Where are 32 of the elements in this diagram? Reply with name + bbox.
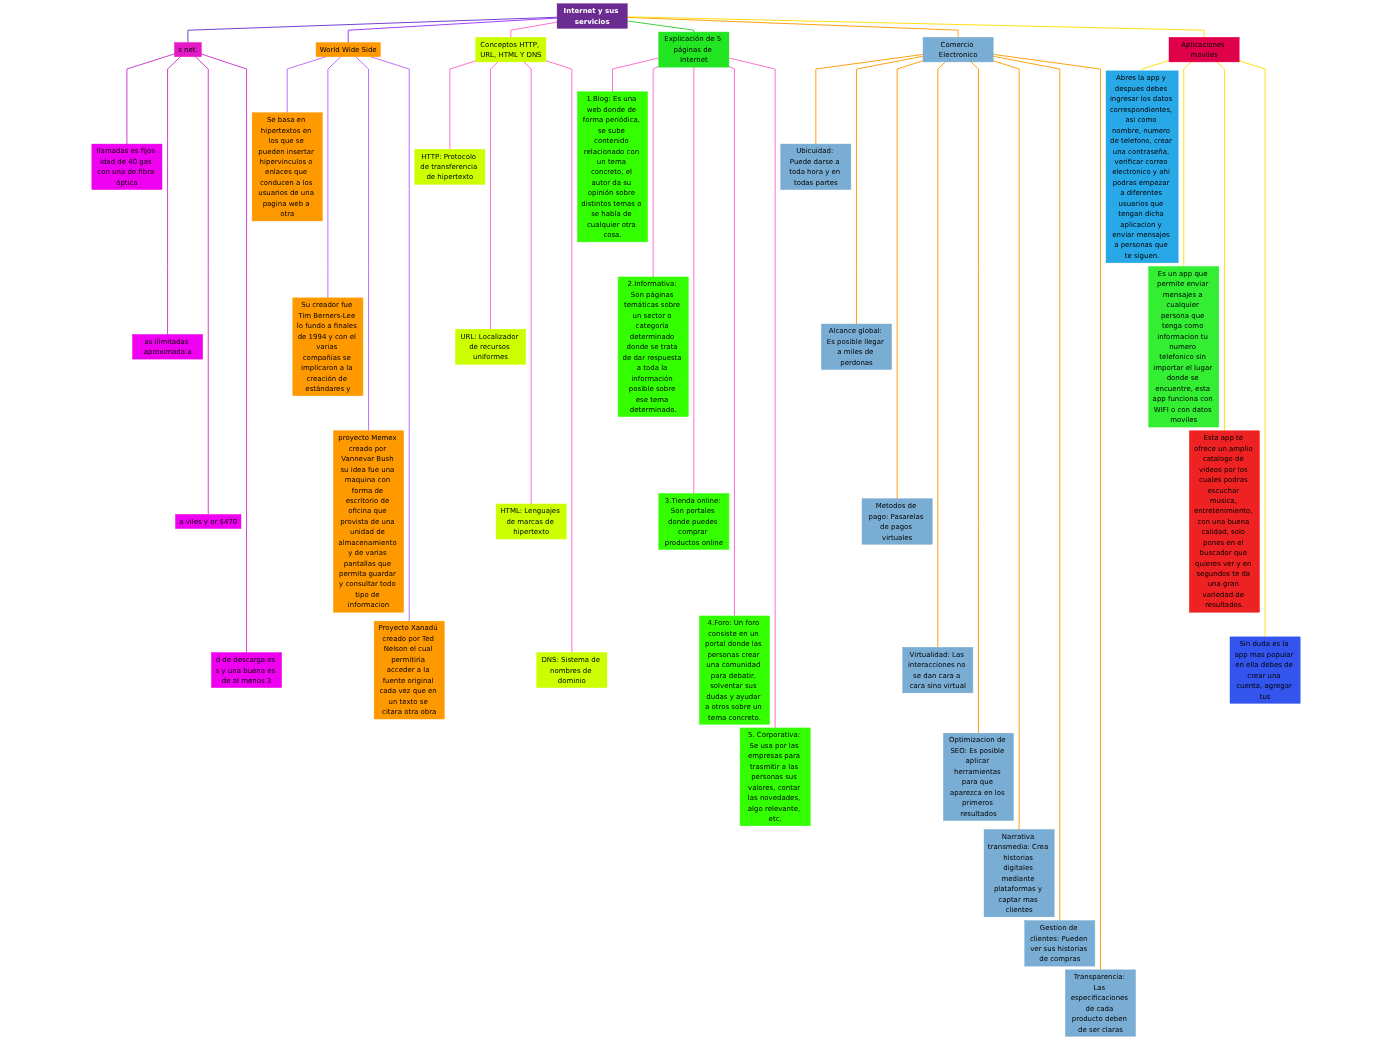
connector — [1216, 61, 1225, 432]
connector — [815, 53, 924, 145]
connector — [449, 60, 477, 150]
connector — [510, 21, 558, 38]
connector — [1141, 60, 1170, 72]
connector — [728, 57, 776, 729]
connector — [187, 16, 558, 43]
connector — [652, 65, 660, 278]
connector — [626, 20, 695, 33]
connector — [1238, 60, 1266, 638]
connector — [612, 57, 660, 93]
connector — [327, 56, 342, 299]
connector — [970, 61, 979, 734]
connector — [490, 61, 499, 330]
connector — [1183, 61, 1192, 267]
connector — [194, 56, 209, 515]
connector — [728, 65, 735, 617]
connector — [523, 61, 532, 505]
connector — [545, 60, 573, 654]
connector — [856, 55, 924, 325]
connector — [347, 17, 558, 43]
connector — [370, 56, 410, 622]
connector — [200, 53, 248, 654]
connector — [937, 61, 946, 648]
connector — [992, 60, 1020, 830]
connector — [626, 16, 959, 38]
connector — [355, 56, 369, 432]
connector — [896, 60, 924, 500]
connector — [167, 56, 181, 335]
connector — [992, 55, 1061, 922]
connector — [693, 66, 695, 494]
connector — [626, 16, 1205, 38]
